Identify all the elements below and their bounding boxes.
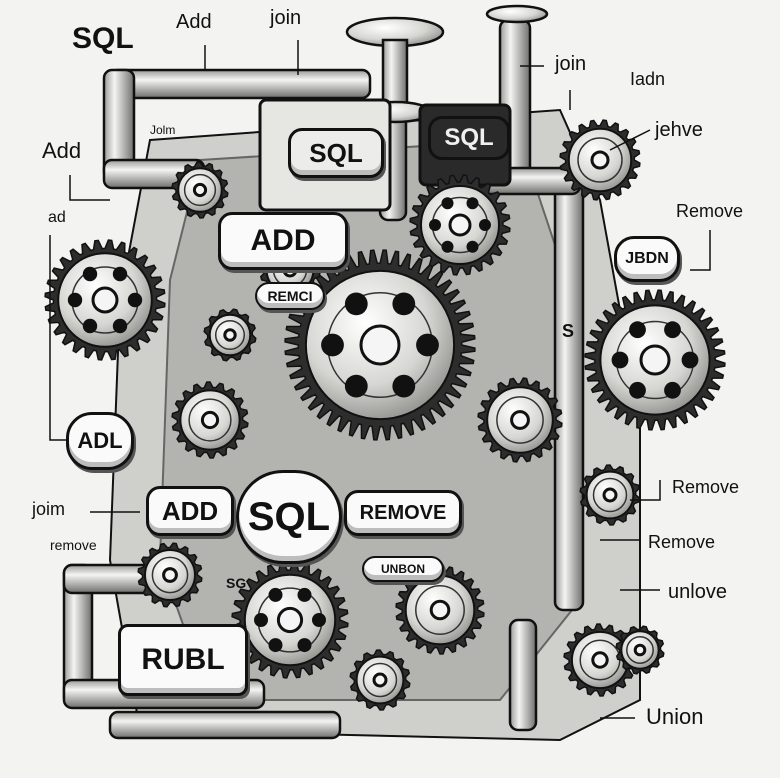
label-unlove: unlove: [668, 581, 727, 603]
label-remove-right-2: Remove: [672, 477, 740, 497]
plate-sql-tank-left: SQL: [288, 128, 384, 178]
label-join-top: join: [270, 7, 302, 29]
label-jehve: jehve: [655, 119, 703, 141]
plate-sql-tank-right: SQL: [428, 116, 510, 160]
label-remove-left: remove: [50, 537, 97, 553]
label-jolm-left: Jolm: [150, 123, 176, 137]
pipe-right-vertical: [553, 168, 585, 612]
label-join-right-top: join: [555, 53, 587, 75]
plate-add: ADD: [218, 212, 348, 270]
gear-set: [44, 119, 726, 711]
plate-union: UNBON: [362, 556, 444, 582]
plate-adl: ADL: [66, 412, 134, 470]
tiny-right-gear: [615, 625, 665, 675]
label-sql-top-left: SQL: [72, 22, 134, 55]
small-left-gear: [171, 381, 249, 459]
plate-remci: REMCI: [255, 282, 325, 310]
right-gear: [584, 289, 726, 431]
bottom-small-gear: [349, 649, 411, 711]
plate-rubl: RUBL: [118, 624, 248, 696]
bottom-center-gear: [231, 561, 349, 679]
label-ad-left: ad: [48, 209, 66, 226]
tag-sg: SG: [226, 575, 247, 591]
label-add-top: Add: [176, 11, 212, 33]
pipe-bottom-right: [508, 618, 538, 732]
upper-right-gear: [409, 174, 511, 276]
plate-add-lower: ADD: [146, 486, 234, 536]
tiny-top-gear: [171, 161, 229, 219]
bottom-mid-gear: [395, 565, 485, 655]
label-remove-right-3: Remove: [648, 532, 716, 552]
tiny-mid-gear: [203, 308, 257, 362]
top-right-gear: [559, 119, 641, 201]
label-joim-left: joim: [32, 499, 66, 519]
label-add-left: Add: [42, 138, 82, 163]
plate-jbdn: JBDN: [614, 236, 680, 282]
big-center-gear: [284, 249, 476, 441]
tag-s: S: [562, 321, 575, 341]
mid-right-gear: [477, 377, 563, 463]
lower-left-gear: [137, 542, 203, 608]
plate-sql-center: SQL: [236, 470, 342, 564]
left-gear: [44, 239, 166, 361]
label-iadn: Iadn: [630, 69, 666, 89]
pipe-top-left: [108, 68, 372, 100]
pipe-bottom: [108, 710, 342, 740]
label-wires: [49, 40, 711, 719]
label-union-bottom-right: Union: [646, 704, 704, 729]
plate-remove: REMOVE: [344, 490, 462, 536]
side-right-gear: [579, 464, 641, 526]
label-remove-right-1: Remove: [676, 201, 744, 221]
